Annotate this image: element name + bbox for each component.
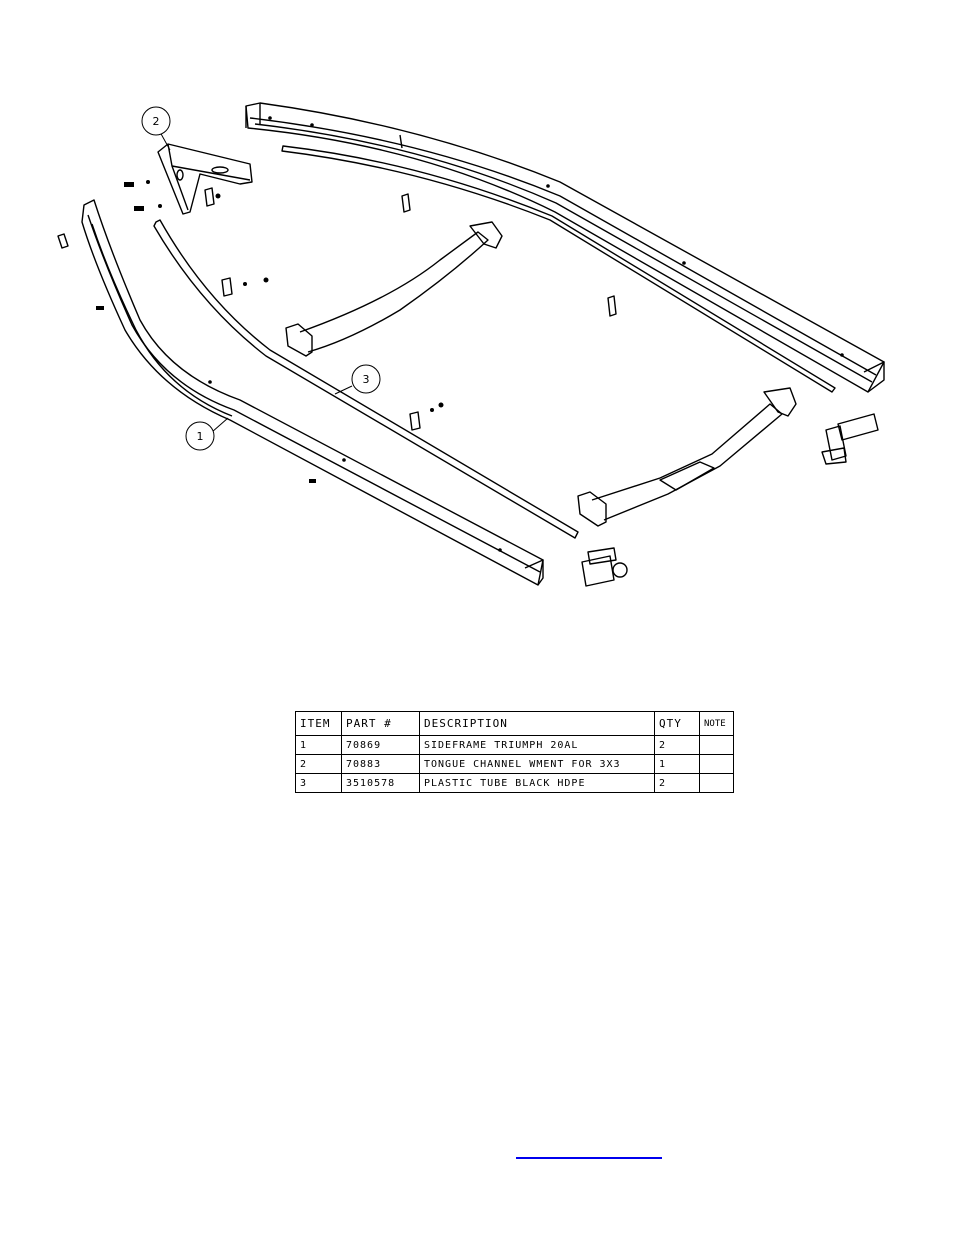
plastic-tube-left (153, 219, 579, 539)
header-part-number: PART # (341, 711, 420, 736)
cell-part-number: 70869 (341, 735, 420, 755)
footer-hyperlink-underline[interactable] (516, 1157, 662, 1159)
end-cap-left (581, 547, 628, 587)
cell-item: 1 (295, 735, 342, 755)
cell-qty: 2 (654, 735, 700, 755)
cell-description: PLASTIC TUBE BLACK HDPE (419, 773, 655, 793)
header-item: ITEM (295, 711, 342, 736)
plastic-tube-right (281, 145, 836, 393)
bom-row: 3 3510578 PLASTIC TUBE BLACK HDPE 2 (295, 773, 734, 793)
cell-qty: 1 (654, 754, 700, 774)
bom-header-row: ITEM PART # DESCRIPTION QTY NOTE (295, 711, 734, 736)
bolt (309, 479, 316, 483)
bracket-5 (204, 187, 215, 207)
nut (215, 193, 221, 199)
bracket-2 (221, 277, 233, 297)
cell-description: TONGUE CHANNEL WMENT FOR 3X3 (419, 754, 655, 774)
balloon-2: 2 (141, 106, 171, 136)
balloon-3: 3 (351, 364, 381, 394)
cross-member-lower (577, 387, 797, 527)
nut (158, 204, 162, 208)
cap-fitting (57, 233, 69, 249)
bolt (134, 206, 144, 211)
sideframe-right (245, 102, 885, 393)
exploded-assembly-drawing: 1 2 3 (57, 102, 885, 587)
bom-row: 2 70883 TONGUE CHANNEL WMENT FOR 3X3 1 (295, 754, 734, 774)
cell-note (699, 773, 734, 793)
header-description: DESCRIPTION (419, 711, 655, 736)
svg-text:2: 2 (153, 115, 160, 128)
cell-description: SIDEFRAME TRIUMPH 20AL (419, 735, 655, 755)
tongue-channel (157, 143, 253, 215)
bolt (124, 182, 134, 187)
nut (146, 180, 150, 184)
sideframe-left (81, 199, 544, 586)
bom-row: 1 70869 SIDEFRAME TRIUMPH 20AL 2 (295, 735, 734, 755)
bracket-3 (607, 295, 617, 317)
end-cap-right (821, 413, 879, 465)
balloon-1: 1 (185, 421, 215, 451)
cell-qty: 2 (654, 773, 700, 793)
bracket-4 (409, 411, 421, 431)
cell-item: 2 (295, 754, 342, 774)
nut (430, 408, 434, 412)
svg-text:3: 3 (363, 373, 370, 386)
bolt (96, 306, 104, 310)
nut (243, 282, 247, 286)
cell-note (699, 735, 734, 755)
bill-of-materials-table: ITEM PART # DESCRIPTION QTY NOTE 1 70869… (295, 711, 734, 793)
nut (438, 402, 444, 408)
nut (263, 277, 269, 283)
header-note: NOTE (699, 711, 734, 736)
svg-text:1: 1 (197, 430, 204, 443)
cross-member-upper (285, 221, 503, 357)
bracket-1 (401, 193, 411, 213)
cell-part-number: 3510578 (341, 773, 420, 793)
cell-part-number: 70883 (341, 754, 420, 774)
fasteners (96, 116, 844, 552)
header-qty: QTY (654, 711, 700, 736)
cell-item: 3 (295, 773, 342, 793)
cell-note (699, 754, 734, 774)
